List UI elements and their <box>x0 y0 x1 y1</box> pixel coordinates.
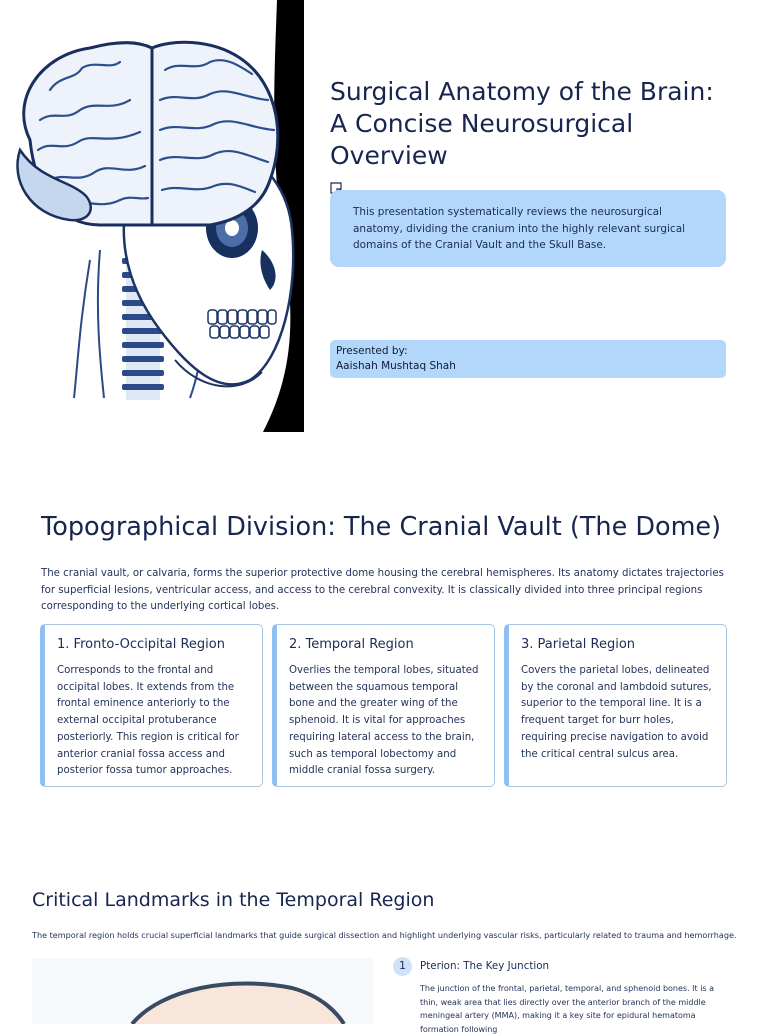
landmark-title: Pterion: The Key Junction <box>420 960 550 972</box>
cranial-vault-intro: The cranial vault, or calvaria, forms th… <box>41 568 724 612</box>
presenter-box: Presented by: Aaishah Mushtaq Shah <box>330 340 726 378</box>
temporal-landmarks-title: Critical Landmarks in the Temporal Regio… <box>32 889 435 911</box>
summary-text: This presentation systematically reviews… <box>353 206 686 251</box>
region-card-text: Overlies the temporal lobes, situated be… <box>289 665 479 777</box>
presenter-name: Aaishah Mushtaq Shah <box>336 360 456 372</box>
cranial-vault-title: Topographical Division: The Cranial Vaul… <box>41 512 722 542</box>
brain-skull-illustration <box>0 0 304 432</box>
region-card-title: 3. Parietal Region <box>521 637 636 652</box>
temporal-region-illustration <box>32 958 374 1024</box>
region-card-fronto-occipital: 1. Fronto-Occipital Region Corresponds t… <box>40 624 263 787</box>
region-card-temporal: 2. Temporal Region Overlies the temporal… <box>272 624 495 787</box>
region-card-title: 1. Fronto-Occipital Region <box>57 637 225 652</box>
landmark-number-badge: 1 <box>393 957 412 976</box>
temporal-landmarks-intro: The temporal region holds crucial superf… <box>32 930 737 940</box>
landmark-text: The junction of the frontal, parietal, t… <box>420 984 715 1034</box>
presenter-label: Presented by: <box>336 345 408 357</box>
presentation-title: Surgical Anatomy of the Brain: A Concise… <box>330 77 714 170</box>
region-card-text: Corresponds to the frontal and occipital… <box>57 665 239 777</box>
region-card-parietal: 3. Parietal Region Covers the parietal l… <box>504 624 727 787</box>
region-card-title: 2. Temporal Region <box>289 637 414 652</box>
region-card-text: Covers the parietal lobes, delineated by… <box>521 665 712 760</box>
summary-box: This presentation systematically reviews… <box>330 190 726 267</box>
